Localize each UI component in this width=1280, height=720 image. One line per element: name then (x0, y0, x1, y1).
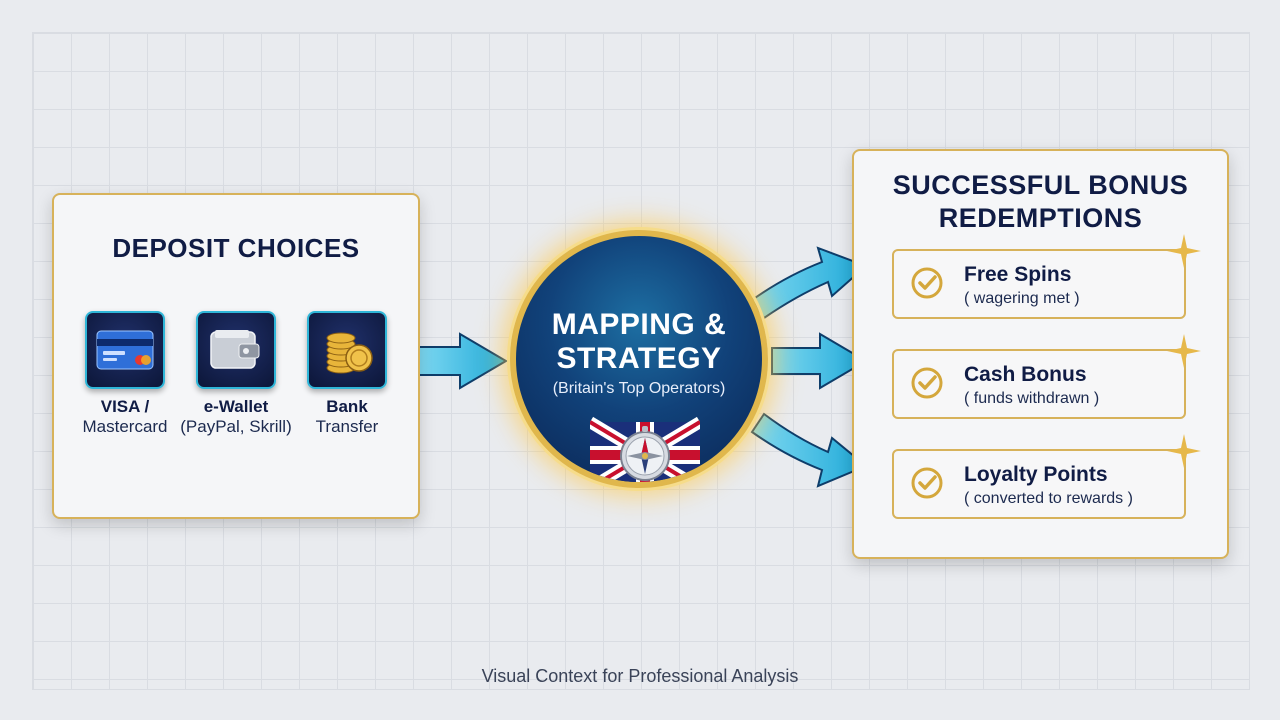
reward-item-loyalty-points[interactable]: Loyalty Points ( converted to rewards ) (892, 434, 1201, 519)
reward-title: Cash Bonus (964, 363, 1087, 386)
mapping-strategy-hub: MAPPING & STRATEGY (Britain's Top Operat… (510, 230, 768, 488)
reward-note: ( wagering met ) (964, 290, 1080, 307)
deposit-method-ewallet-line1: e-Wallet (203, 397, 269, 416)
arrow-hub-to-cash-bonus (771, 332, 868, 390)
rewards-title-line2: REDEMPTIONS (938, 203, 1143, 233)
hub-title-line1: MAPPING & (551, 308, 727, 341)
deposit-method-card-line1: VISA / (100, 397, 150, 416)
bonus-redemptions-title: SUCCESSFUL BONUS REDEMPTIONS (854, 169, 1227, 235)
sparkle-icon (1167, 334, 1201, 368)
deposit-method-card-line2: Mastercard (82, 417, 168, 436)
arrow-deposit-to-hub (417, 332, 508, 390)
reward-item-cash-bonus[interactable]: Cash Bonus ( funds withdrawn ) (892, 334, 1201, 419)
sparkle-icon (1167, 434, 1201, 468)
reward-note: ( converted to rewards ) (964, 490, 1133, 507)
deposit-choices-panel: DEPOSIT CHOICES VISA / Mastercard e-Wal (52, 193, 420, 519)
bonus-redemptions-panel: SUCCESSFUL BONUS REDEMPTIONS Free Spins … (852, 149, 1229, 559)
deposit-method-bank-line1: Bank (326, 397, 368, 416)
reward-title: Loyalty Points (964, 463, 1108, 486)
compass-union-jack-icon (590, 416, 700, 482)
hub-subtitle: (Britain's Top Operators) (552, 380, 726, 397)
reward-item-free-spins[interactable]: Free Spins ( wagering met ) (892, 234, 1201, 319)
reward-note: ( funds withdrawn ) (964, 390, 1100, 407)
deposit-method-bank[interactable]: Bank Transfer (287, 311, 407, 437)
hub-title-line2: STRATEGY (556, 342, 722, 375)
reward-title: Free Spins (964, 263, 1072, 286)
footer-caption: Visual Context for Professional Analysis (481, 666, 799, 686)
deposit-method-bank-line2: Transfer (315, 417, 379, 436)
gold-coins-icon (307, 311, 387, 389)
wallet-icon (196, 311, 276, 389)
deposit-method-ewallet[interactable]: e-Wallet (PayPal, Skrill) (176, 311, 296, 437)
arrow-hub-to-loyalty-points (750, 412, 868, 488)
arrow-hub-to-free-spins (750, 246, 868, 320)
credit-card-icon (85, 311, 165, 389)
check-circle-icon (911, 367, 943, 399)
check-circle-icon (911, 267, 943, 299)
hub-title: MAPPING & STRATEGY (516, 308, 762, 376)
check-circle-icon (911, 467, 943, 499)
deposit-method-ewallet-line2: (PayPal, Skrill) (180, 417, 292, 436)
rewards-title-line1: SUCCESSFUL BONUS (892, 170, 1189, 200)
sparkle-icon (1167, 234, 1201, 268)
deposit-choices-title: DEPOSIT CHOICES (112, 233, 360, 263)
deposit-method-card[interactable]: VISA / Mastercard (65, 311, 185, 437)
